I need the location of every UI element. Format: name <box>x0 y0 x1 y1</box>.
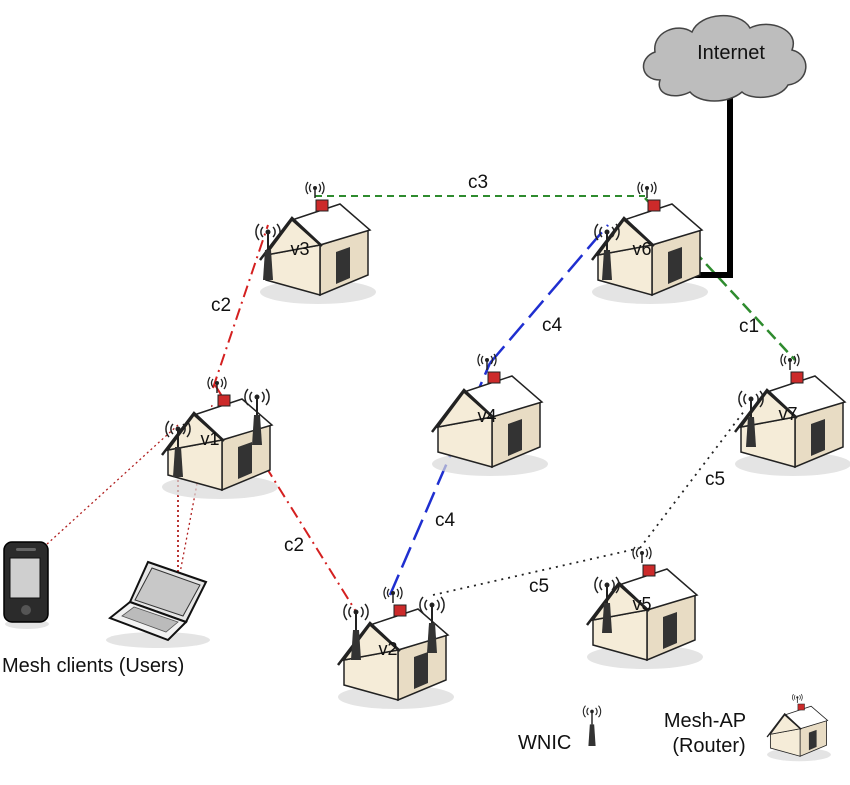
link-c5-right-label: c5 <box>705 469 725 490</box>
node-v2-label: v2 <box>378 639 397 659</box>
laptop-icon <box>106 560 210 648</box>
internet-label: Internet <box>697 42 765 64</box>
legend-mesh-ap-label: Mesh-AP <box>664 710 746 732</box>
link-c5-left-label: c5 <box>529 576 549 597</box>
link-c2-top <box>212 224 269 389</box>
node-v1: v1 <box>160 376 280 501</box>
link-c4-top-label: c4 <box>542 315 563 336</box>
link-c3-label: c3 <box>468 172 488 193</box>
link-c2-bottom <box>214 384 356 611</box>
node-v7: v7 <box>733 353 850 478</box>
legend-router-label: (Router) <box>672 735 745 757</box>
node-v4-label: v4 <box>477 406 496 426</box>
internet-wired-link <box>695 95 733 278</box>
node-v5-label: v5 <box>632 594 651 614</box>
node-v2: v2 <box>336 586 456 711</box>
link-c4-top <box>489 224 609 364</box>
link-c5-left <box>432 547 641 596</box>
link-c1-label: c1 <box>739 316 759 337</box>
link-c4-bottom-label: c4 <box>435 510 456 531</box>
client-link-phone <box>34 424 179 556</box>
node-v6: v6 <box>590 181 710 306</box>
node-v1-label: v1 <box>200 429 219 449</box>
node-v3: v3 <box>254 181 378 306</box>
link-c2-bottom-label: c2 <box>284 535 304 556</box>
legend: WNIC Mesh-AP (Router) <box>518 693 832 762</box>
internet-cloud: Internet <box>642 15 807 102</box>
mesh-ap-house-icon <box>766 693 832 762</box>
wnic-antenna-icon <box>582 704 602 747</box>
legend-wnic-label: WNIC <box>518 732 571 754</box>
node-v5: v5 <box>585 546 705 671</box>
node-v7-label: v7 <box>778 404 797 424</box>
phone-icon <box>3 541 49 629</box>
node-v4: v4 <box>430 353 550 478</box>
node-v3-label: v3 <box>290 239 309 259</box>
node-v6-label: v6 <box>632 239 651 259</box>
mesh-clients-label: Mesh clients (Users) <box>2 655 184 677</box>
link-c2-top-label: c2 <box>211 295 231 316</box>
link-c5-right <box>639 409 746 549</box>
